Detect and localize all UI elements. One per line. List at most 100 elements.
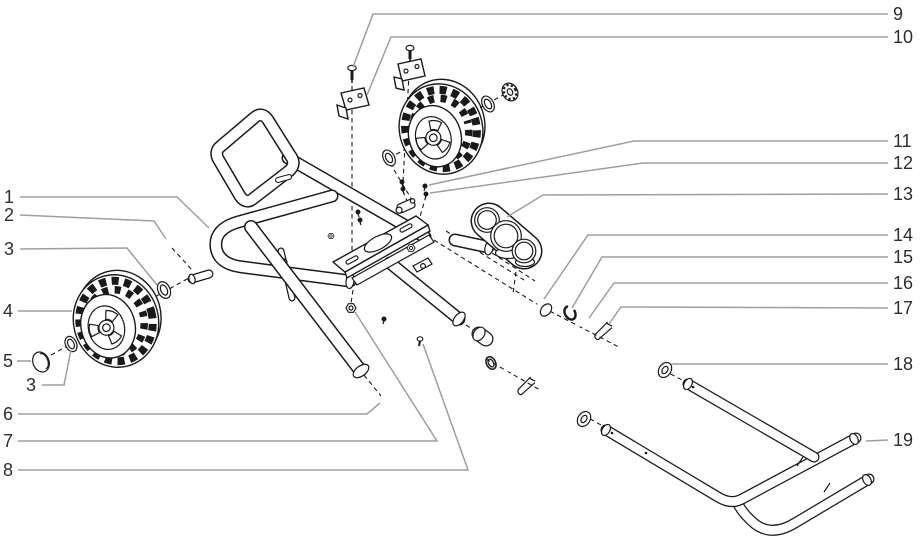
- rear-wheel: [398, 78, 486, 175]
- callout-label-2-1: 2: [4, 205, 14, 225]
- grip-lower: [539, 386, 592, 428]
- handle-hardware-upper: [535, 301, 673, 379]
- axis-pin: [171, 247, 194, 272]
- leg-frame-upper-rail-fill: [683, 379, 819, 462]
- rear-wheel-hubcap: [501, 82, 519, 102]
- pin-16-fill: [578, 318, 589, 327]
- axis-leg-cap: [363, 374, 382, 397]
- bracket-10b-flange: [393, 76, 405, 91]
- mounting-brackets: [336, 44, 426, 121]
- tube-tip-2: [861, 474, 873, 486]
- axis-washer-clamp: [389, 162, 413, 201]
- axis-handle-upper-3: [491, 252, 536, 282]
- roller-bumper: [307, 245, 317, 251]
- callout-label-17-17: 17: [893, 298, 913, 318]
- frame-front-leg-fill: [245, 221, 366, 376]
- callout-label-12-12: 12: [893, 153, 913, 173]
- callout-label-3-5: 3: [26, 375, 36, 395]
- leader-line-17-17: [608, 306, 889, 325]
- tube-tip-1: [849, 432, 859, 446]
- screw-8-shaft: [418, 340, 421, 347]
- bracket-10b-face: [397, 58, 426, 82]
- manifold-bore-1-inner: [477, 210, 497, 230]
- wheel-spokes: [415, 119, 451, 154]
- callout-label-8-8: 8: [3, 460, 13, 480]
- bracket-10b-hole-2: [414, 63, 420, 70]
- callout-label-6-6: 6: [3, 404, 13, 424]
- leader-line-7-7: [18, 311, 439, 442]
- callout-label-4-3: 4: [3, 301, 13, 321]
- callout-label-19-19: 19: [893, 430, 913, 450]
- leg-frame: [600, 377, 875, 536]
- leader-line-12-12: [429, 162, 888, 194]
- hex-nut-7: [345, 303, 357, 313]
- manifold-bore-2-inner: [493, 223, 519, 249]
- front-wheel-assembly: [32, 269, 172, 373]
- tube-seam-2: [823, 482, 831, 493]
- small-screws: [355, 179, 429, 325]
- rear-wheel-washer: [481, 95, 495, 113]
- axis-rail-nut: [350, 289, 354, 304]
- rear-inner-washer: [382, 149, 396, 167]
- axis-front-wheel: [43, 273, 197, 360]
- bracket-10-flange: [336, 103, 349, 121]
- cart-frame-weldment: [163, 108, 495, 379]
- leader-line-16-16: [588, 282, 888, 319]
- frame-rear-leg-fill: [385, 258, 464, 324]
- grip-18: [619, 337, 673, 379]
- screw-9b-head: [405, 44, 415, 52]
- plate-slot-1: [345, 255, 359, 265]
- washer-15: [563, 305, 577, 321]
- callout-label-18-18: 18: [893, 354, 913, 374]
- callout-label-11-11: 11: [893, 131, 912, 151]
- leader-line-15-15: [571, 256, 888, 309]
- clamp-fitting: [395, 198, 416, 214]
- axle-stub-opening: [188, 273, 196, 285]
- rear-wheel-assembly: [382, 78, 519, 175]
- front-washer-left: [64, 335, 78, 353]
- frame-handle-loop-fill: [211, 110, 299, 206]
- callout-label-3-2: 3: [4, 239, 14, 259]
- leader-line-6-6: [18, 402, 381, 415]
- frame-lower-loop-fill: [210, 191, 355, 286]
- screw-9-head: [347, 64, 357, 72]
- callout-label-5-4: 5: [3, 351, 13, 371]
- leader-line-8-8: [18, 343, 470, 471]
- weld-holes: [610, 385, 695, 455]
- leg-frame-rear-bar-fill: [733, 474, 874, 535]
- front-hubcap: [32, 351, 50, 373]
- callout-label-10-10: 10: [893, 27, 913, 47]
- bracket-10-hole: [347, 97, 353, 103]
- leader-line-14-14: [543, 234, 888, 300]
- cap-cylinder-face: [472, 326, 486, 342]
- tire-knob-row-2: [84, 285, 148, 357]
- callout-label-15-15: 15: [893, 247, 913, 267]
- handle-hardware-lower: [471, 326, 592, 428]
- hex-bolt-small: [327, 232, 335, 240]
- manifold-bore-3-inner: [514, 241, 534, 261]
- clip-17: [594, 321, 613, 341]
- manifold-block: [470, 202, 543, 270]
- leader-line-11-11: [428, 140, 888, 186]
- clamp-bolt-2: [409, 198, 416, 204]
- leader-line-1-0: [20, 196, 210, 229]
- callout-label-9-9: 9: [893, 4, 903, 24]
- leader-line-10-10: [366, 36, 888, 96]
- tube-seam-1: [796, 456, 804, 467]
- front-wheel: [72, 269, 162, 368]
- leg-frame-lower-rail: [600, 424, 862, 508]
- wheel-spokes: [88, 309, 123, 345]
- tire-knob-row-1: [401, 85, 481, 173]
- leg-frame-lower-rail-fill: [601, 425, 861, 506]
- callout-label-13-13: 13: [893, 184, 913, 204]
- frame-hook-tab-2-fill: [276, 175, 291, 182]
- leader-line-13-13: [506, 193, 889, 218]
- axis-top-screw-2: [402, 56, 411, 183]
- leader-line-2-1: [19, 214, 167, 240]
- tube-opening-1: [682, 377, 694, 391]
- hex-nut-mid: [406, 244, 416, 252]
- rear-leg-opening: [452, 311, 466, 327]
